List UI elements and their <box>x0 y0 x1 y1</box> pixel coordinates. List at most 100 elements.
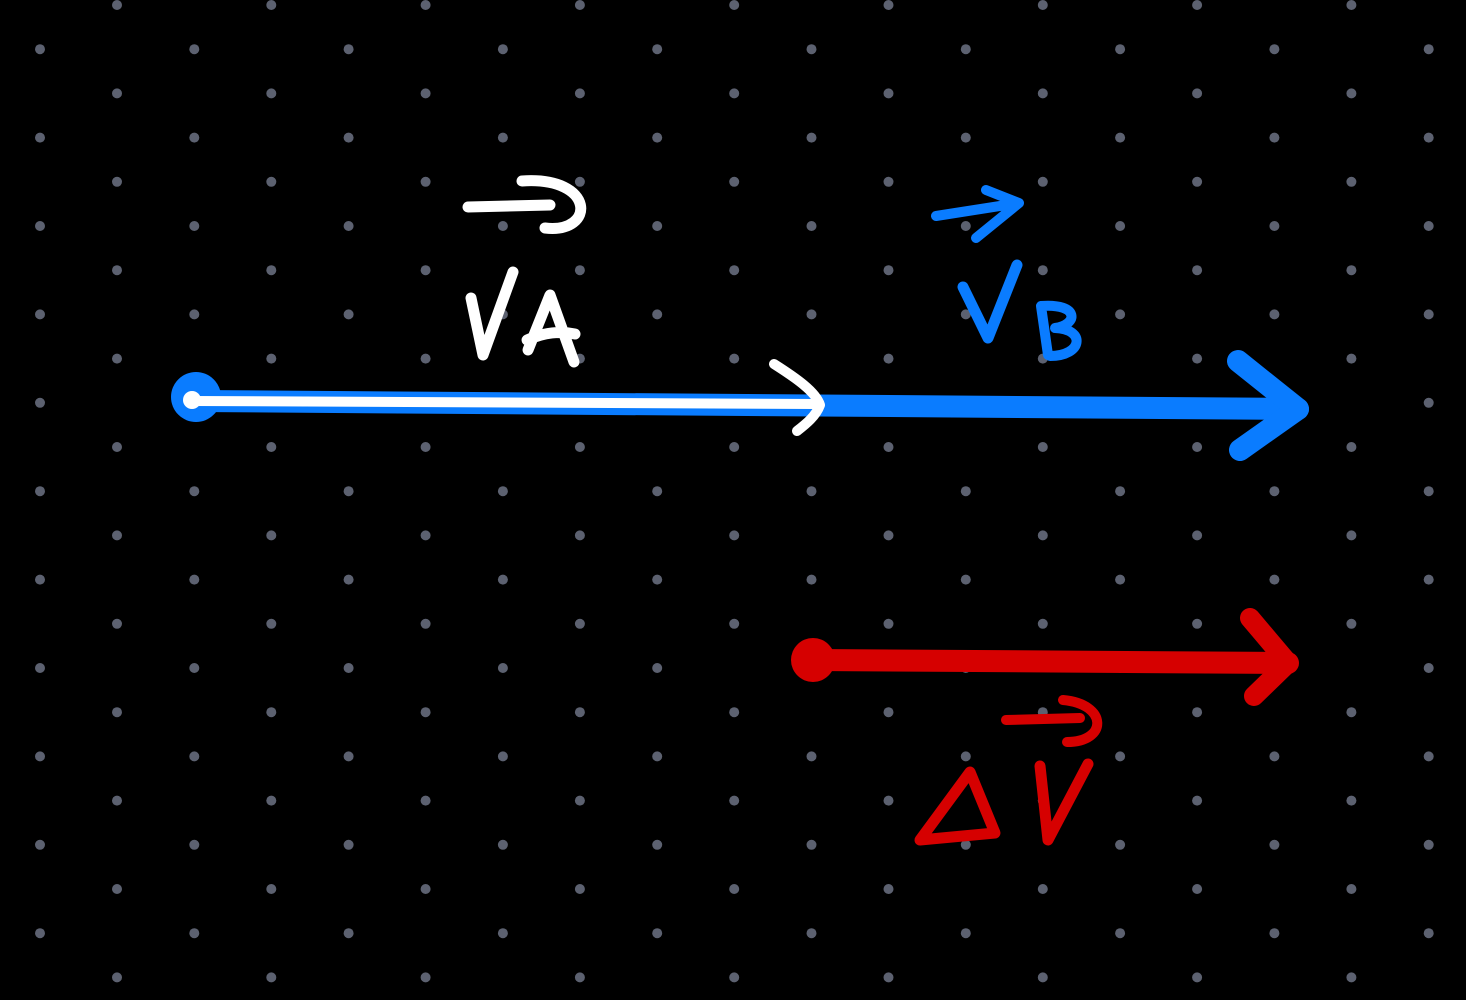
grid-dot <box>652 132 663 143</box>
grid-dot <box>1346 442 1357 452</box>
grid-dot <box>1037 88 1048 99</box>
grid-dot <box>35 221 45 231</box>
grid-dot <box>1269 44 1280 55</box>
grid-dot <box>112 265 122 276</box>
grid-dot <box>1346 353 1357 364</box>
grid-dot <box>343 574 354 585</box>
grid-dot <box>729 884 740 894</box>
grid-dot <box>1192 618 1203 629</box>
dot-grid <box>35 0 1434 983</box>
grid-dot <box>1115 574 1126 585</box>
grid-dot <box>189 663 200 673</box>
grid-dot <box>35 309 45 320</box>
vector-b-label-text: VB <box>1010 319 1012 321</box>
grid-dot <box>420 707 431 718</box>
grid-dot <box>1192 353 1203 364</box>
grid-dot <box>1037 972 1048 983</box>
grid-dot <box>497 132 508 143</box>
grid-dot <box>1346 88 1357 99</box>
grid-dot <box>960 751 971 762</box>
grid-dot <box>266 707 277 718</box>
grid-dot <box>112 442 122 452</box>
vector-b-letter-v <box>957 259 1023 344</box>
grid-dot <box>420 176 431 187</box>
grid-dot <box>729 972 740 983</box>
grid-dot <box>729 0 740 10</box>
grid-dot <box>1423 928 1434 939</box>
grid-dot <box>1423 663 1434 673</box>
grid-dot <box>266 530 277 541</box>
grid-dot <box>35 574 45 585</box>
grid-dot <box>112 795 122 806</box>
grid-dot <box>883 618 894 629</box>
grid-dot <box>883 353 894 364</box>
grid-dot <box>883 265 894 276</box>
grid-dot <box>1192 972 1203 983</box>
grid-dot <box>729 88 740 99</box>
grid-dot <box>574 176 585 187</box>
grid-dot <box>574 884 585 894</box>
grid-dot <box>806 574 817 585</box>
grid-dot <box>343 221 354 231</box>
grid-dot <box>35 839 45 850</box>
grid-dot <box>806 928 817 939</box>
grid-dot <box>343 839 354 850</box>
vector-a-letter-v <box>465 266 519 361</box>
grid-dot <box>806 839 817 850</box>
grid-dot <box>112 88 122 99</box>
grid-dot <box>1346 265 1357 276</box>
grid-dot <box>652 839 663 850</box>
grid-dot <box>1037 530 1048 541</box>
grid-dot <box>189 486 200 497</box>
grid-dot <box>343 132 354 143</box>
grid-dot <box>1346 176 1357 187</box>
grid-dot <box>266 265 277 276</box>
grid-dot <box>960 309 971 320</box>
grid-dot <box>1192 0 1203 10</box>
grid-dot <box>35 751 45 762</box>
grid-dot <box>574 0 585 10</box>
grid-dot <box>420 618 431 629</box>
vector-b-arrowhead <box>1227 350 1309 461</box>
grid-dot <box>1269 839 1280 850</box>
grid-dot <box>266 442 277 452</box>
grid-dot <box>35 663 45 673</box>
grid-dot <box>343 928 354 939</box>
grid-dot <box>343 751 354 762</box>
grid-dot <box>1192 88 1203 99</box>
grid-dot <box>1346 972 1357 983</box>
grid-dot <box>729 176 740 187</box>
grid-dot <box>806 486 817 497</box>
grid-dot <box>574 972 585 983</box>
grid-dot <box>883 795 894 806</box>
grid-dot <box>189 574 200 585</box>
grid-dot <box>652 751 663 762</box>
delta-v-arrowhead <box>1240 608 1298 706</box>
grid-dot <box>112 530 122 541</box>
delta-v-arrow <box>791 608 1299 706</box>
vector-a-arrowhead <box>769 359 825 436</box>
grid-dot <box>1115 751 1126 762</box>
grid-dot <box>420 88 431 99</box>
grid-dot <box>574 88 585 99</box>
grid-dot <box>883 530 894 541</box>
grid-dot <box>1346 0 1357 10</box>
grid-dot <box>652 309 663 320</box>
grid-dot <box>1115 44 1126 55</box>
grid-dot <box>420 884 431 894</box>
grid-dot <box>729 795 740 806</box>
grid-dot <box>112 353 122 364</box>
grid-dot <box>883 884 894 894</box>
grid-dot <box>420 442 431 452</box>
grid-dot <box>574 265 585 276</box>
grid-dot <box>1192 884 1203 894</box>
grid-dot <box>266 176 277 187</box>
grid-dot <box>806 132 817 143</box>
grid-dot <box>112 0 122 10</box>
grid-dot <box>574 530 585 541</box>
grid-dot <box>189 221 200 231</box>
grid-dot <box>883 176 894 187</box>
grid-dot <box>806 309 817 320</box>
grid-dot <box>343 44 354 55</box>
grid-dot <box>960 221 971 231</box>
